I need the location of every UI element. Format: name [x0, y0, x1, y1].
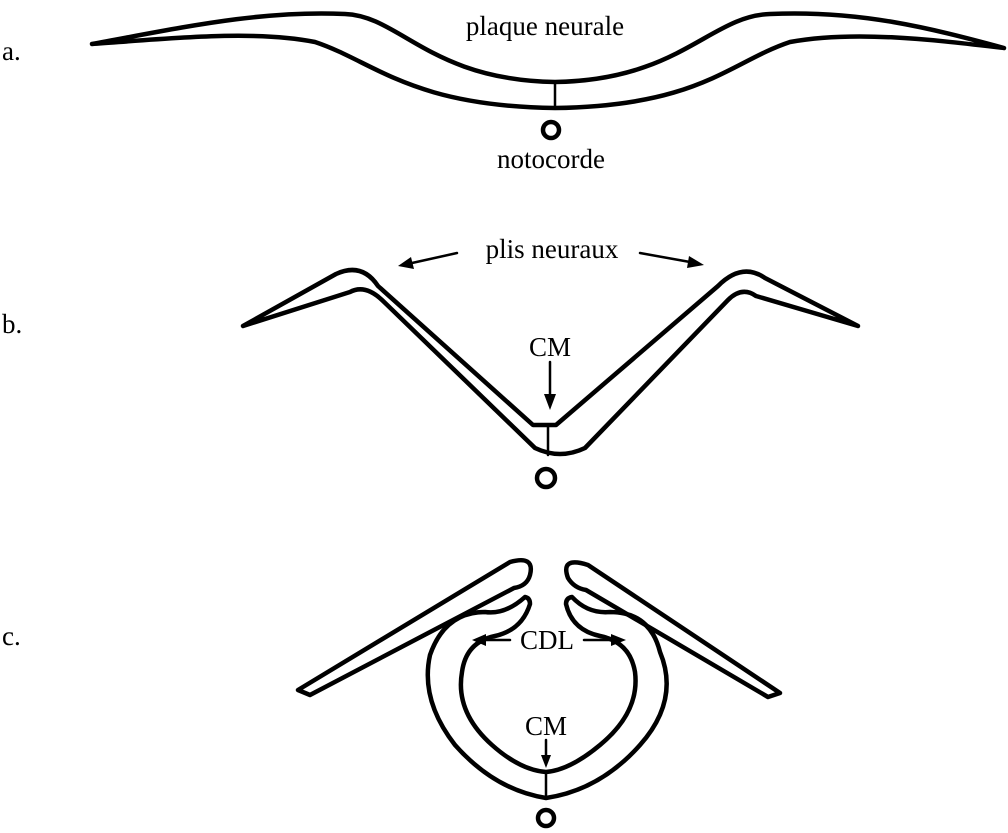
- notochord-b: [537, 469, 555, 487]
- panel-b: b. plis neuraux CM: [2, 234, 858, 487]
- panel-c: c. CDL CM: [2, 560, 780, 826]
- cdl-label: CDL: [520, 625, 574, 655]
- panel-a-letter: a.: [2, 36, 21, 66]
- ectoderm-left-strip: [298, 560, 531, 695]
- ectoderm-right-strip: [566, 562, 780, 697]
- panel-c-letter: c.: [2, 621, 21, 651]
- neural-folds-arrow-left: [412, 253, 457, 263]
- panel-a: a. plaque neurale notocorde: [2, 11, 1004, 174]
- neural-folds-arrow-right: [640, 253, 690, 262]
- notochord-label: notocorde: [497, 144, 605, 174]
- notochord-a: [543, 122, 559, 138]
- neural-folds-arrowhead-left: [398, 257, 414, 269]
- neural-plate-label: plaque neurale: [466, 11, 624, 41]
- neural-folds-arrowhead-right: [687, 256, 704, 268]
- notochord-c: [538, 810, 554, 826]
- cm-arrowhead-c: [541, 755, 551, 768]
- panel-b-letter: b.: [2, 309, 22, 339]
- neural-folds-label: plis neuraux: [486, 234, 619, 264]
- cm-label-b: CM: [529, 332, 571, 362]
- cm-label-c: CM: [525, 711, 567, 741]
- cm-arrowhead-b: [544, 394, 556, 410]
